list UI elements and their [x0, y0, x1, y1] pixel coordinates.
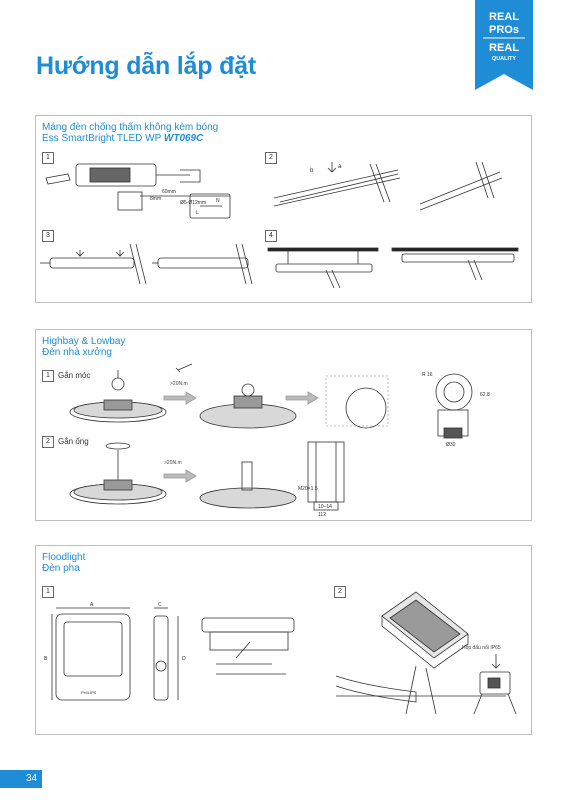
batten-label-n: N — [216, 198, 220, 204]
floodlight-title-line1: Floodlight — [42, 552, 86, 563]
highbay-dim-s1: 10–14 — [318, 504, 332, 510]
badge-line4: QUALITY — [492, 56, 516, 62]
badge-line3: REAL — [489, 42, 519, 54]
floodlight-brand: PHILIPS — [81, 690, 97, 695]
highbay-dim-w: Ø30 — [446, 442, 456, 448]
highbay-title-line1: Highbay & Lowbay — [42, 336, 126, 347]
section-highbay: Highbay & Lowbay Đèn nhà xưởng 1 Gắn móc… — [35, 329, 532, 521]
section-floodlight: Floodlight Đèn pha 1 2 Hộp đấu nối IP65 — [35, 545, 532, 735]
highbay-dim-s2: 112 — [318, 512, 326, 518]
highbay-dim-h: 62.8 — [480, 392, 490, 398]
floodlight-title-line2: Đèn pha — [42, 563, 80, 574]
batten-step1-drawing: 60mm 8mm Ø5-Ø12mm N L — [45, 163, 231, 219]
badge-line1: REAL — [489, 11, 519, 23]
highbay-title-line2: Đèn nhà xưởng — [42, 347, 112, 358]
badge-line2: PROs — [489, 24, 519, 36]
batten-product-code: WT069C — [163, 133, 204, 144]
floodlight-junction-box-label: Hộp đấu nối IP65 — [462, 645, 501, 651]
floodlight-dim-b: B — [44, 656, 48, 662]
batten-label-b: b — [310, 168, 314, 174]
highbay-dim-pipe: M20×1.5 — [298, 486, 318, 492]
floodlight-dim-a: A — [90, 602, 94, 608]
batten-label-l: L — [196, 210, 199, 216]
batten-step4-drawing — [267, 247, 519, 289]
batten-step-2: 2 — [265, 152, 277, 164]
highbay-step2-label: Gắn ống — [58, 437, 89, 446]
floodlight-step-2: 2 — [334, 586, 346, 598]
page-number-bar — [0, 770, 42, 788]
highbay-drawing: R 16 62.8 Ø30 M20×1.5 10–14 112 — [69, 363, 490, 518]
highbay-torque-2: >20N.m — [164, 460, 182, 466]
batten-title-line2: Ess SmartBright TLED WP WT069C — [42, 133, 203, 144]
section-batten: Máng đèn chống thấm không kèm bóng Ess S… — [35, 115, 532, 303]
batten-dim-60: 60mm — [162, 189, 176, 195]
batten-label-a: a — [338, 164, 342, 170]
batten-title-line1: Máng đèn chống thấm không kèm bóng — [42, 122, 219, 133]
batten-step-3: 3 — [42, 230, 54, 242]
floodlight-drawing: PHILIPS A B C D — [44, 591, 517, 715]
batten-step-1: 1 — [42, 152, 54, 164]
highbay-dim-r: R 16 — [422, 372, 433, 378]
highbay-step-2: 2 — [42, 436, 54, 448]
batten-step3-drawing — [40, 243, 253, 285]
floodlight-dim-c: C — [158, 602, 162, 608]
highbay-step1-label: Gắn móc — [58, 371, 91, 380]
batten-dim-8: 8mm — [150, 196, 161, 202]
floodlight-dim-d: D — [182, 656, 186, 662]
page-title: Hướng dẫn lắp đặt — [36, 52, 256, 80]
floodlight-step-1: 1 — [42, 586, 54, 598]
batten-step-4: 4 — [265, 230, 277, 242]
highbay-step-1: 1 — [42, 370, 54, 382]
batten-product-name: Ess SmartBright TLED WP — [42, 133, 164, 144]
batten-dim-cable: Ø5-Ø12mm — [180, 200, 206, 206]
batten-step2-drawing: a b — [273, 161, 503, 211]
real-pros-badge: REAL PROs REAL QUALITY — [475, 0, 533, 90]
highbay-torque-1: >20N.m — [170, 381, 188, 387]
page-number: 34 — [26, 773, 38, 784]
